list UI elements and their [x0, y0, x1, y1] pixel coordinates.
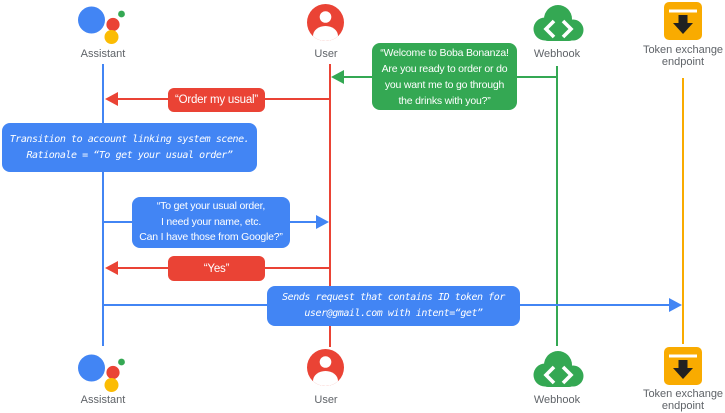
sends-request-arrowhead — [669, 298, 682, 312]
transition-note-box: Transition to account linking system sce… — [2, 123, 257, 172]
webhook-label-top: Webhook — [533, 48, 581, 60]
order-usual-message-box: “Order my usual” — [168, 88, 265, 112]
ask-google-message-box: “To get your usual order, I need your na… — [132, 197, 290, 248]
webhook-icon — [533, 351, 584, 387]
user-icon — [307, 349, 344, 386]
token-endpoint-icon — [664, 2, 702, 40]
assistant-label-bottom: Assistant — [80, 394, 126, 406]
user-label-top: User — [314, 48, 338, 60]
assistant-icon — [78, 354, 125, 392]
welcome-message-box: “Welcome to Boba Bonanza! Are you ready … — [372, 43, 517, 110]
user-lifeline — [329, 64, 331, 347]
welcome-message-arrowhead — [331, 70, 344, 84]
webhook-lifeline — [556, 66, 558, 346]
token-endpoint-icon — [664, 347, 702, 385]
token-endpoint-label-bottom: Token exchange endpoint — [642, 388, 724, 412]
token-endpoint-lifeline — [682, 78, 684, 344]
ask-google-arrowhead — [316, 215, 329, 229]
assistant-lifeline — [102, 64, 104, 346]
token-endpoint-label-top: Token exchange endpoint — [642, 44, 724, 68]
order-usual-arrowhead — [105, 92, 118, 106]
yes-message-box: “Yes” — [168, 256, 265, 281]
assistant-label-top: Assistant — [80, 48, 126, 60]
user-icon — [307, 4, 344, 41]
assistant-icon — [78, 6, 125, 44]
webhook-icon — [533, 5, 584, 41]
user-label-bottom: User — [314, 394, 338, 406]
yes-arrowhead — [105, 261, 118, 275]
webhook-label-bottom: Webhook — [533, 394, 581, 406]
sends-request-message-box: Sends request that contains ID token for… — [267, 286, 520, 326]
